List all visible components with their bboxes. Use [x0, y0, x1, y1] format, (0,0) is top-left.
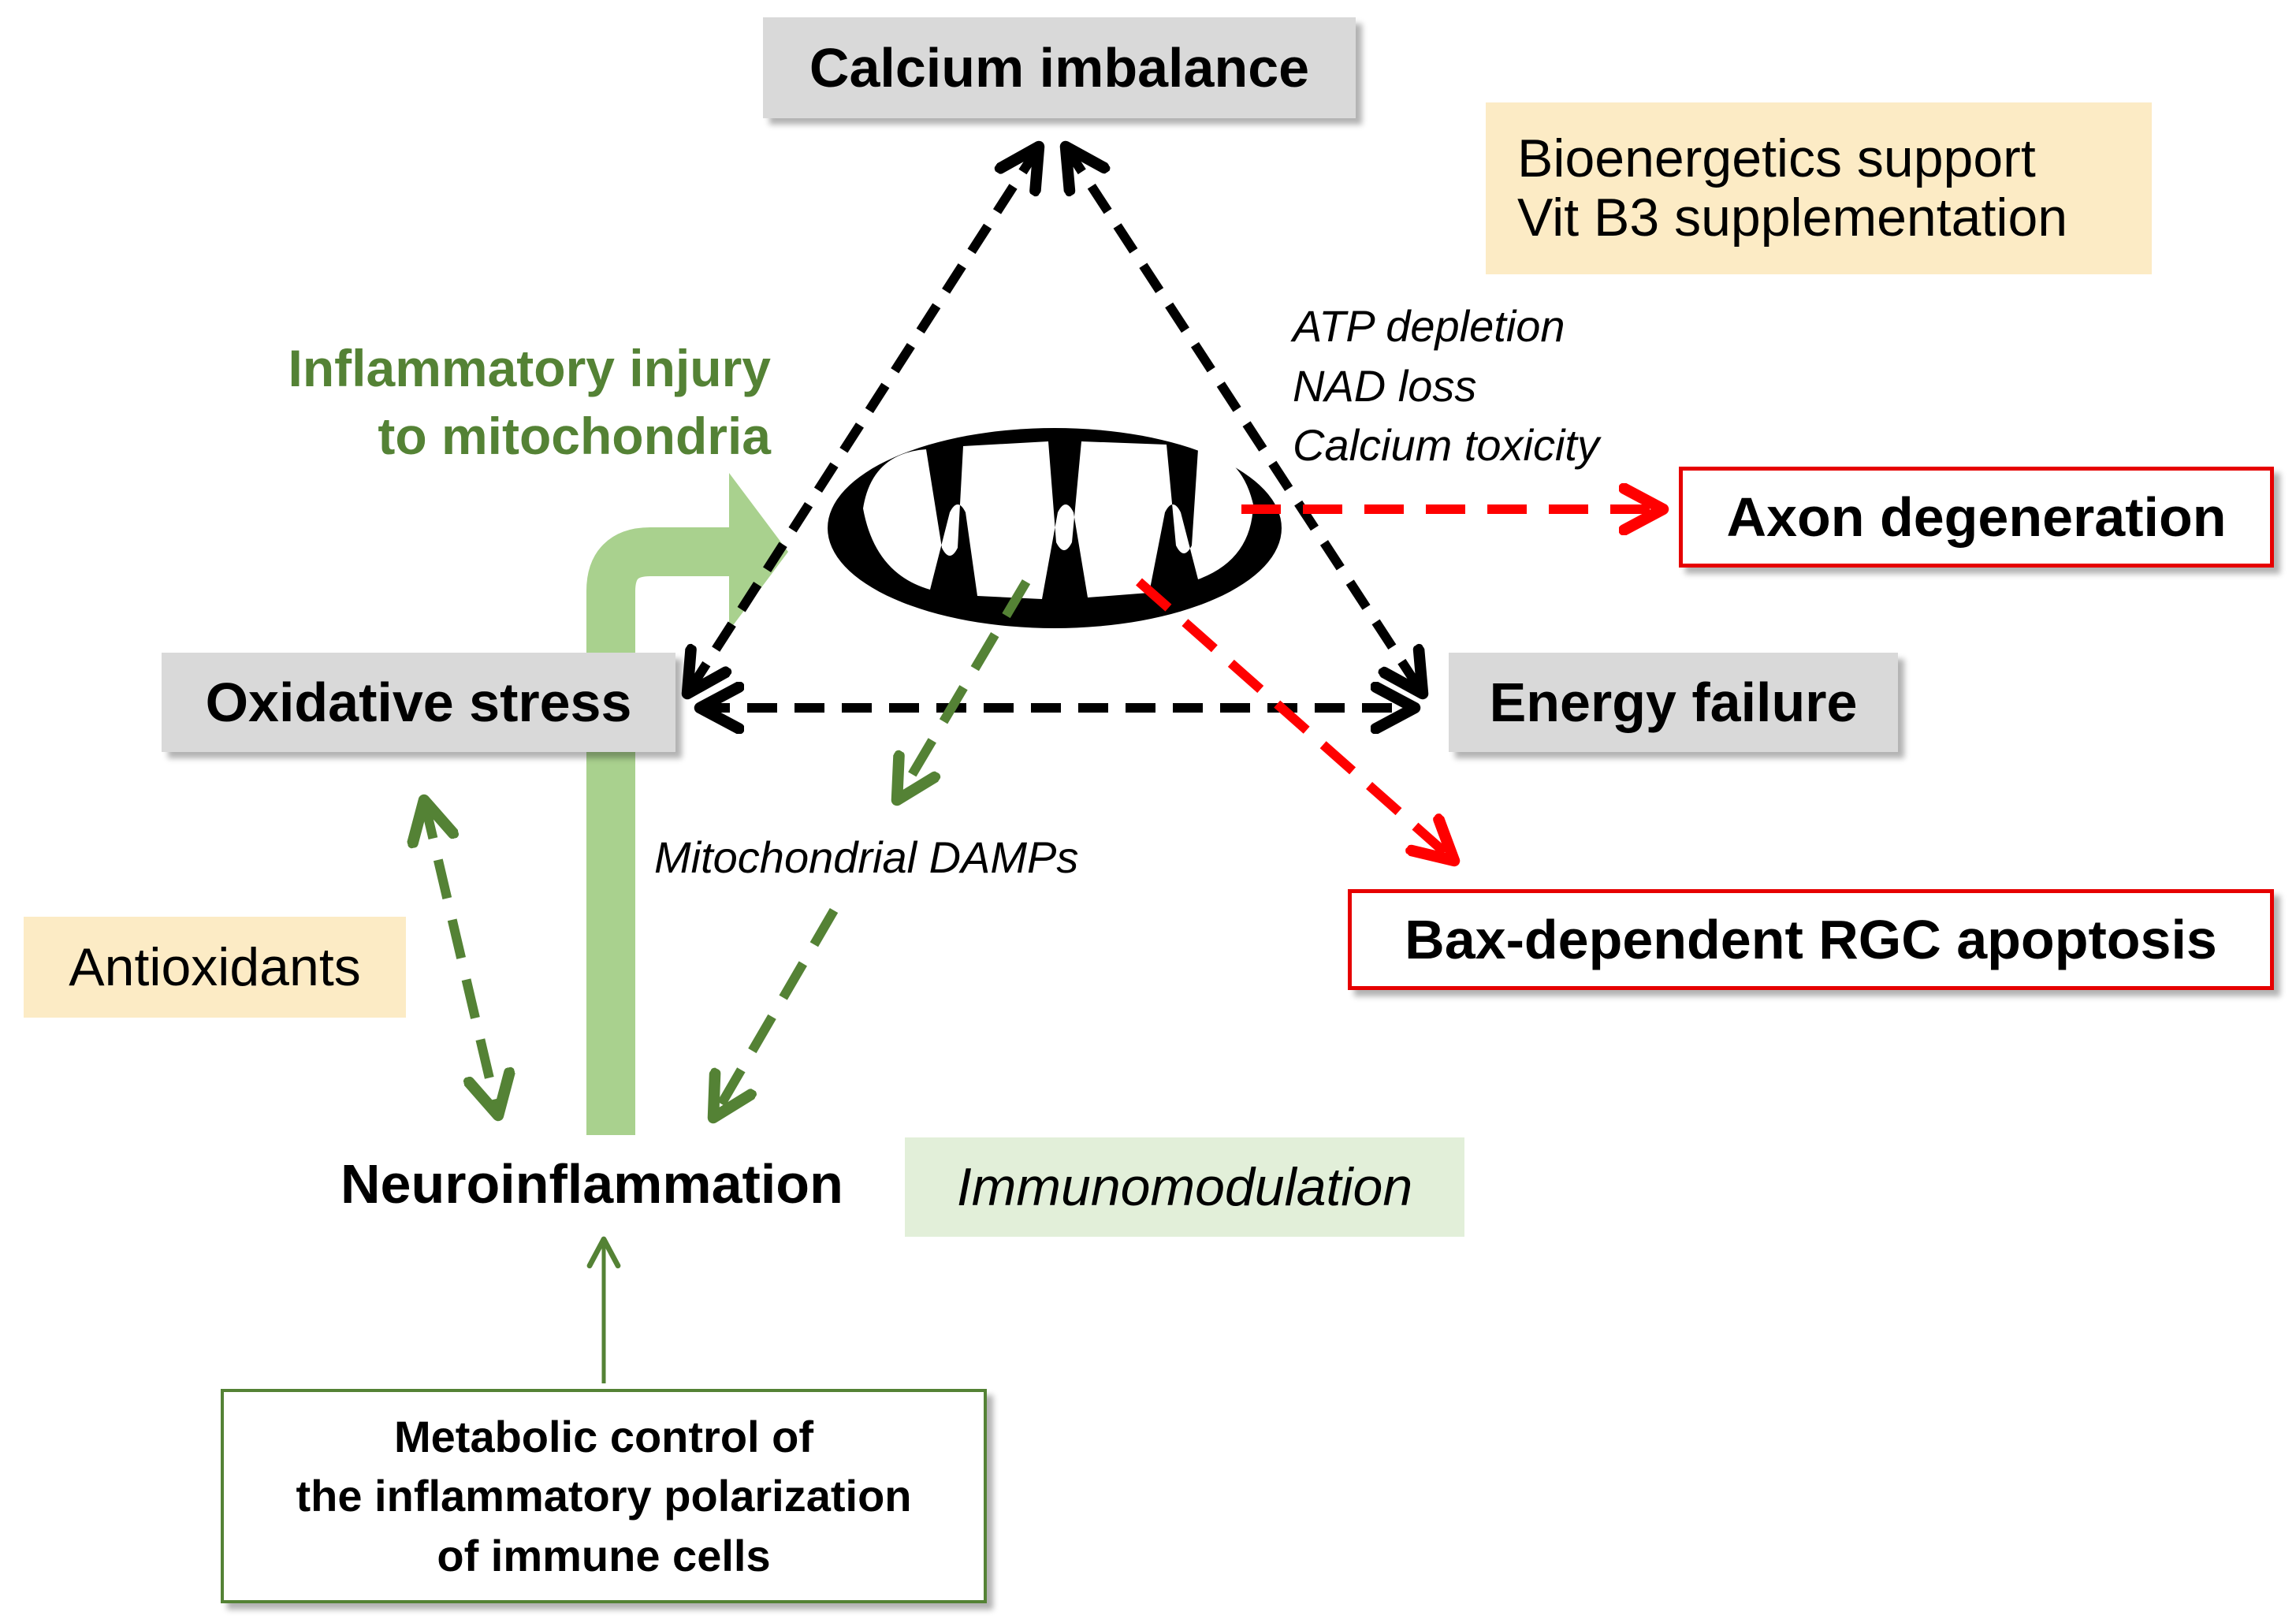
antioxidants-box: Antioxidants — [24, 917, 406, 1018]
immunomodulation-box: Immunomodulation — [905, 1137, 1464, 1237]
metabolic-line2: the inflammatory polarization — [296, 1471, 912, 1521]
nad-loss-label: NAD loss — [1293, 360, 1477, 411]
inflammatory-line2: to mitochondria — [378, 406, 771, 465]
bioenergetics-line2: Vit B3 supplementation — [1517, 188, 2068, 248]
rgc-apoptosis-box: Bax-dependent RGC apoptosis — [1348, 889, 2274, 990]
mitochondrial-mechanisms-label: ATP depletion NAD loss Calcium toxicity — [1293, 296, 1599, 475]
mitochondrial-damps-label: Mitochondrial DAMPs — [654, 832, 1079, 882]
bioenergetics-line1: Bioenergetics support — [1517, 128, 2036, 189]
neuroinflammation-label: Neuroinflammation — [340, 1153, 843, 1215]
oxidative-stress-label: Oxidative stress — [205, 672, 632, 733]
immunomodulation-label: Immunomodulation — [956, 1157, 1413, 1217]
arrow-calcium-oxidative — [687, 147, 1039, 694]
axon-degeneration-box: Axon degeneration — [1679, 467, 2274, 568]
inflammatory-line1: Inflammatory injury — [288, 339, 771, 397]
rgc-apoptosis-label: Bax-dependent RGC apoptosis — [1405, 909, 2217, 970]
oxidative-stress-box: Oxidative stress — [162, 653, 675, 752]
arrow-mito-to-damps — [897, 579, 1031, 800]
energy-failure-label: Energy failure — [1489, 672, 1858, 733]
calcium-imbalance-label: Calcium imbalance — [809, 37, 1310, 99]
bioenergetics-support-box: Bioenergetics support Vit B3 supplementa… — [1486, 102, 2152, 274]
atp-depletion-label: ATP depletion — [1293, 301, 1565, 351]
inflammatory-injury-label: Inflammatory injury to mitochondria — [288, 335, 771, 471]
energy-failure-box: Energy failure — [1449, 653, 1898, 752]
calcium-toxicity-label: Calcium toxicity — [1293, 420, 1599, 471]
arrow-damps-to-neuroinflammation — [713, 907, 839, 1118]
metabolic-control-box: Metabolic control of the inflammatory po… — [221, 1389, 987, 1603]
antioxidants-label: Antioxidants — [69, 937, 361, 997]
metabolic-line3: of immune cells — [437, 1530, 771, 1580]
mitochondrion-icon — [828, 428, 1282, 628]
arrow-oxidative-neuroinflammation — [424, 800, 498, 1115]
axon-degeneration-label: Axon degeneration — [1726, 486, 2227, 548]
calcium-imbalance-box: Calcium imbalance — [763, 17, 1356, 118]
metabolic-line1: Metabolic control of — [394, 1411, 813, 1461]
arrow-calcium-energy — [1066, 147, 1423, 694]
arrow-to-rgc-apoptosis — [1136, 578, 1454, 861]
